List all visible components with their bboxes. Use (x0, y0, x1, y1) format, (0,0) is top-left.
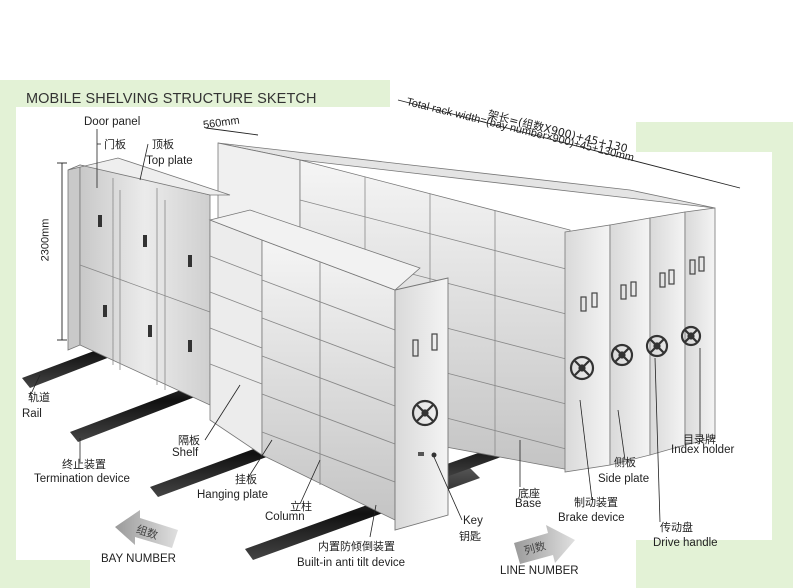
brake-label-zh: 制动装置 (574, 496, 618, 509)
termination-label-zh: 终止装置 (62, 458, 106, 471)
index-holder-label-zh: 目录牌 (683, 433, 716, 446)
hanging-plate-label-en: Hanging plate (197, 489, 268, 501)
open-shelf-unit (208, 209, 449, 531)
column-label-zh: 立柱 (290, 500, 312, 513)
key-label-en: Key (463, 515, 483, 527)
door-panel-label-zh: 门板 (104, 138, 126, 151)
line-number-label-en: LINE NUMBER (500, 565, 579, 577)
door-panel-label-en: Door panel (84, 116, 141, 128)
top-plate-label-en: Top plate (146, 155, 193, 167)
door-lock-icon (98, 215, 192, 352)
leader-lines (29, 129, 701, 538)
shelf-label-en: Shelf (172, 447, 199, 459)
side-plate-label-en: Side plate (598, 473, 650, 485)
bay-number-arrow (115, 510, 178, 548)
side-plate-label-zh: 侧板 (614, 456, 636, 469)
index-holder-label-en: Index holder (671, 444, 735, 456)
brake-label-en: Brake device (558, 512, 625, 524)
termination-label-en: Termination device (34, 473, 130, 485)
height-dimension: 2300mm (39, 218, 52, 262)
green-frame (0, 80, 793, 588)
door-cabinets (67, 157, 231, 406)
rail-label-en: Rail (22, 408, 42, 420)
base-label-zh: 底座 (518, 487, 540, 500)
drive-handle-label-zh: 传动盘 (660, 521, 693, 534)
bay-number-label-en: BAY NUMBER (101, 553, 176, 565)
rail-label-zh: 轨道 (28, 391, 50, 404)
drive-handle-icon (569, 325, 702, 381)
top-plate-label-zh: 顶板 (152, 138, 174, 151)
key-icon (431, 452, 437, 458)
column-label-en: Column (265, 511, 305, 523)
anti-tilt-label-zh: 内置防倾倒装置 (318, 540, 395, 553)
dimension-lines (57, 99, 741, 341)
drive-handle-label-en: Drive handle (653, 537, 718, 549)
shelf-label-zh: 隔板 (178, 434, 200, 447)
anti-tilt-label-en: Built-in anti tilt device (297, 557, 406, 569)
base-label-en: Base (515, 498, 542, 510)
line-number-arrow (514, 525, 575, 564)
page-title: MOBILE SHELVING STRUCTURE SKETCH (26, 91, 317, 107)
hanging-plate-label-zh: 挂板 (235, 473, 257, 486)
key-label-zh: 钥匙 (459, 530, 481, 543)
front-drive-handle-icon (411, 399, 439, 427)
